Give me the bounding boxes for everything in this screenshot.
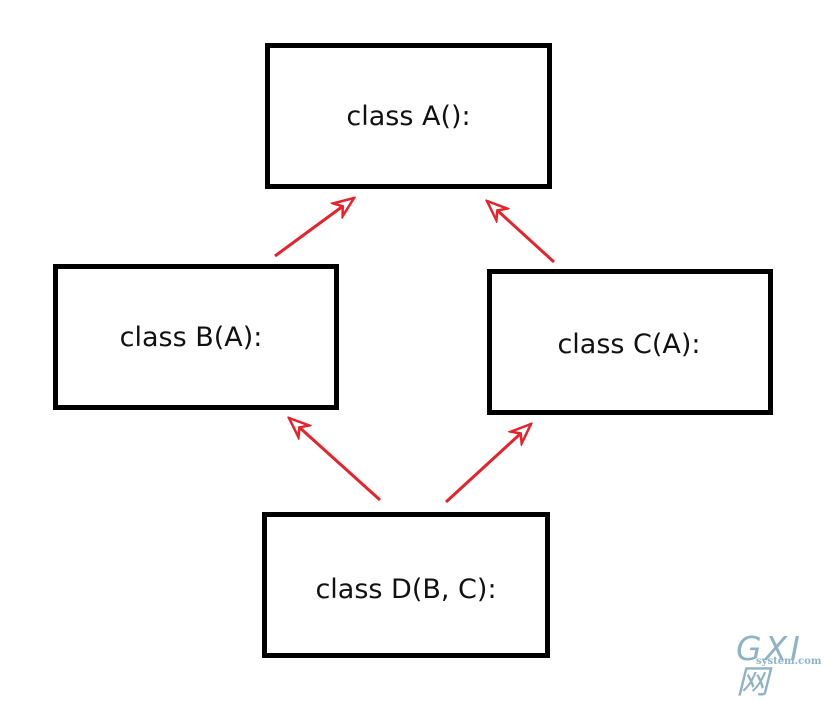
class-b-label: class B(A):	[119, 321, 263, 353]
class-a-box: class A():	[265, 43, 552, 189]
class-c-box: class C(A):	[487, 269, 773, 415]
class-c-label: class C(A):	[557, 328, 701, 360]
arrow-d-to-b	[289, 418, 382, 502]
class-b-box: class B(A):	[53, 264, 339, 410]
arrow-d-to-c	[444, 424, 531, 504]
class-d-label: class D(B, C):	[315, 573, 497, 605]
arrow-c-to-a	[487, 201, 556, 264]
arrow-b-to-a	[274, 198, 354, 258]
watermark-logo: GXI网 system.com	[736, 632, 828, 698]
class-a-label: class A():	[346, 100, 471, 132]
inheritance-arrows	[274, 0, 556, 504]
watermark-sub: system.com	[756, 656, 822, 667]
class-d-box: class D(B, C):	[262, 512, 550, 658]
